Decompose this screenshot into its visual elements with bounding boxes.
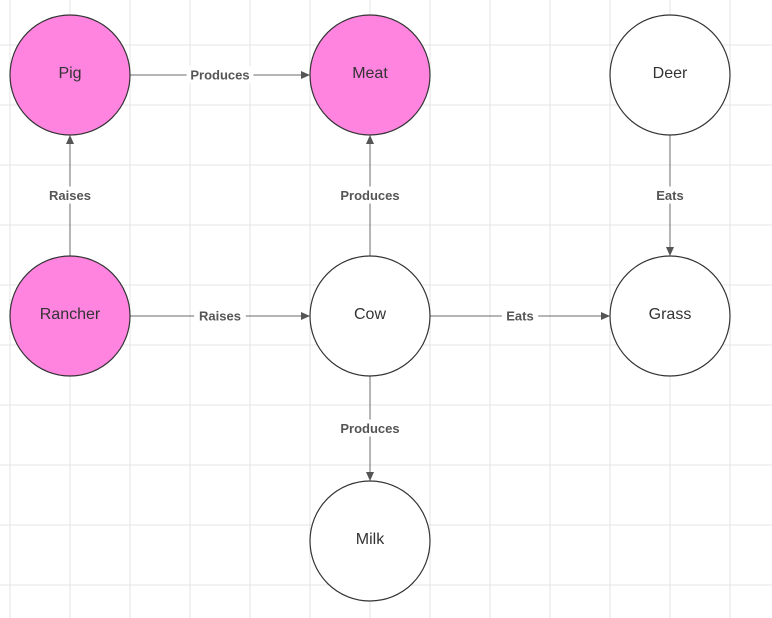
edge-cow-milk[interactable]: Produces: [336, 376, 404, 481]
edge-label-background: [186, 66, 254, 83]
edge-label-background: [194, 307, 246, 324]
node-pig[interactable]: Pig: [9, 14, 131, 136]
node-milk[interactable]: Milk: [309, 480, 431, 602]
edge-cow-meat[interactable]: Produces: [336, 135, 404, 256]
node-circle: [309, 14, 431, 136]
node-label: Pig: [58, 65, 81, 82]
node-grass[interactable]: Grass: [609, 255, 731, 377]
edge-rancher-pig[interactable]: Raises: [44, 135, 96, 256]
node-label: Meat: [352, 65, 388, 82]
arrowhead-icon: [366, 472, 374, 481]
edge-label: Produces: [340, 188, 399, 203]
node-circle: [309, 480, 431, 602]
node-label: Deer: [653, 65, 688, 82]
node-circle: [309, 255, 431, 377]
edge-label: Raises: [199, 308, 241, 323]
node-rancher[interactable]: Rancher: [9, 255, 131, 377]
edge-label-background: [336, 186, 404, 204]
edge-cow-grass[interactable]: Eats: [430, 307, 610, 324]
edge-label: Produces: [340, 421, 399, 436]
node-label: Rancher: [40, 306, 101, 323]
edge-label-background: [336, 419, 404, 437]
node-circle: [9, 14, 131, 136]
edge-label: Raises: [49, 188, 91, 203]
arrowhead-icon: [601, 312, 610, 320]
arrowhead-icon: [366, 135, 374, 144]
node-circle: [609, 14, 731, 136]
edge-label: Eats: [656, 188, 683, 203]
arrowhead-icon: [66, 135, 74, 144]
node-deer[interactable]: Deer: [609, 14, 731, 136]
node-circle: [9, 255, 131, 377]
edge-pig-meat[interactable]: Produces: [130, 66, 310, 83]
edge-label-background: [501, 307, 539, 324]
edge-label-background: [44, 186, 96, 204]
arrowhead-icon: [301, 312, 310, 320]
node-meat[interactable]: Meat: [309, 14, 431, 136]
node-circle: [609, 255, 731, 377]
arrowhead-icon: [301, 71, 310, 79]
node-cow[interactable]: Cow: [309, 255, 431, 377]
edge-label: Eats: [506, 308, 533, 323]
node-label: Grass: [649, 306, 692, 323]
node-label: Cow: [354, 306, 386, 323]
edge-rancher-cow[interactable]: Raises: [130, 307, 310, 324]
edge-label: Produces: [190, 67, 249, 82]
arrowhead-icon: [666, 247, 674, 256]
node-label: Milk: [356, 531, 385, 548]
edge-deer-grass[interactable]: Eats: [651, 135, 689, 256]
edge-label-background: [651, 186, 689, 204]
